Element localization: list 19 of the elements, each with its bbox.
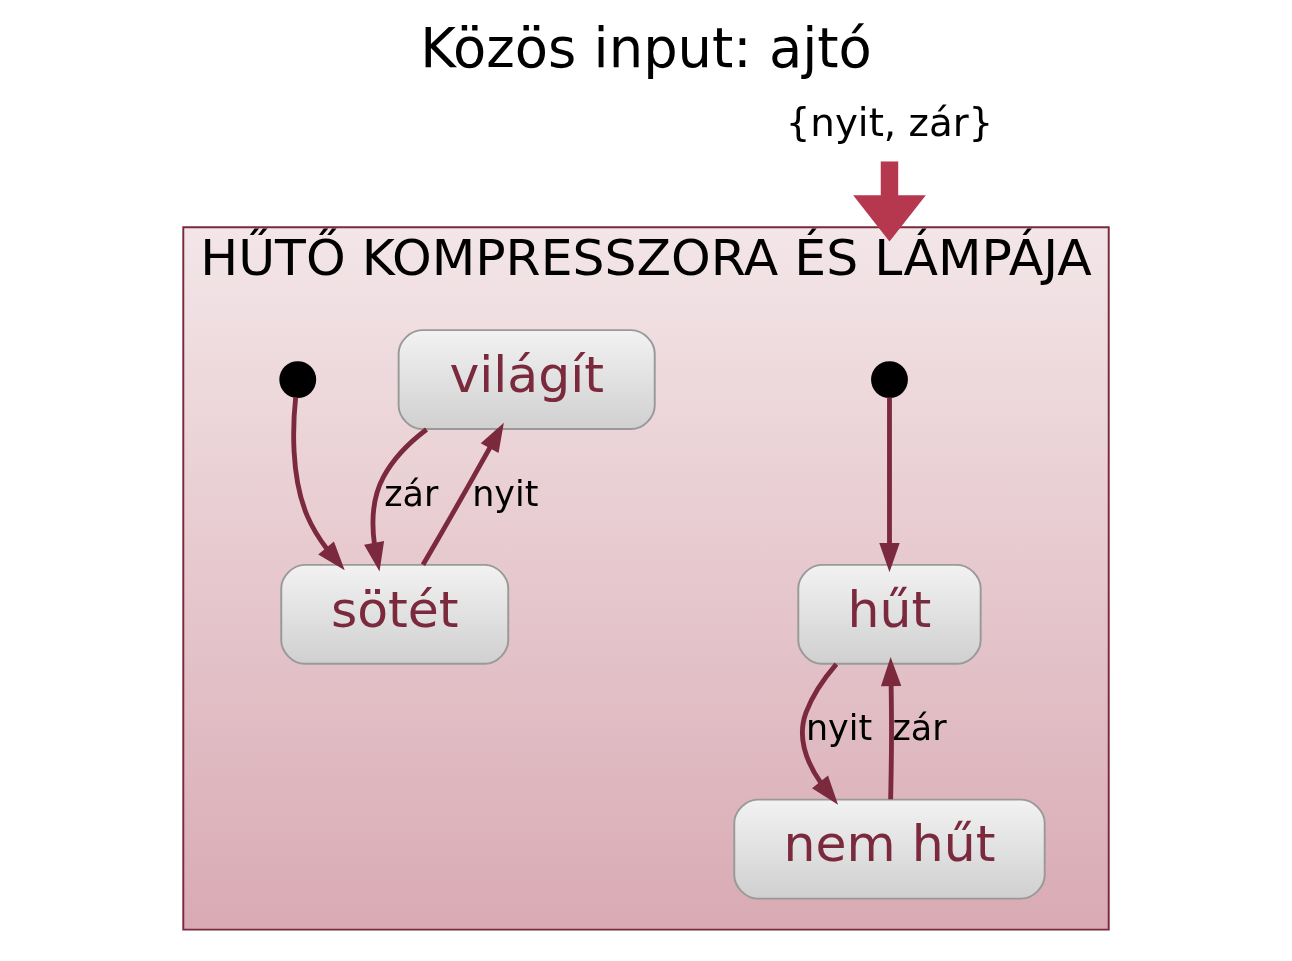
node-box: sötét	[280, 563, 510, 665]
edge-label: nyit	[805, 708, 873, 749]
edge-label: zár	[384, 473, 439, 514]
edge-label: nyit	[472, 473, 539, 514]
arrow	[800, 662, 839, 805]
arrow	[879, 397, 900, 573]
diagram-title: Közös input: ajtó	[420, 17, 872, 81]
arrow	[880, 657, 902, 800]
node-box: nem hűt	[733, 798, 1046, 900]
node-circle	[279, 361, 317, 399]
arrow	[364, 427, 429, 572]
node-box: hűt	[797, 563, 982, 665]
node-box: világít	[397, 329, 656, 431]
arrow	[420, 422, 504, 566]
node-text: {nyit, zár}	[785, 100, 994, 146]
edge-label: zár	[892, 708, 947, 749]
node-circle	[871, 361, 908, 399]
arrow	[291, 397, 345, 571]
arrow	[853, 161, 926, 242]
